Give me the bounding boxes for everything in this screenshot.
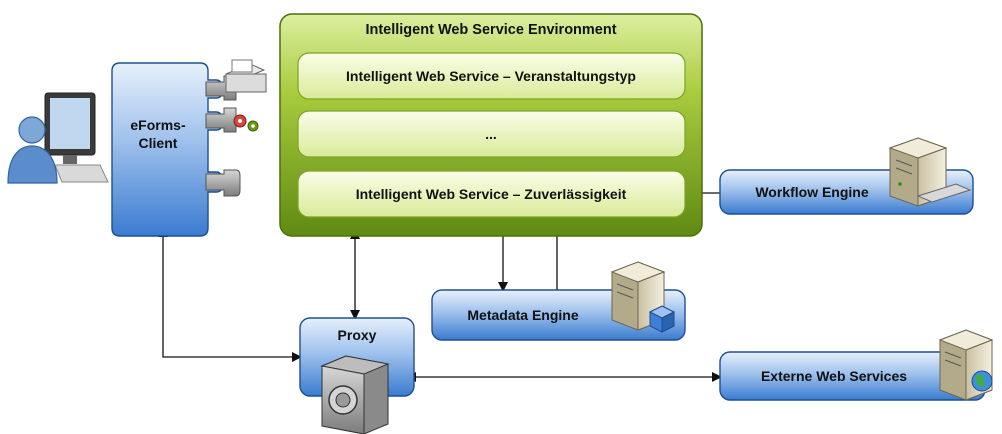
eforms-client[interactable]: eForms- Client	[111, 62, 223, 237]
client-label-line1: eForms-	[130, 117, 186, 133]
monitor-icon	[44, 92, 109, 183]
cube-icon	[648, 305, 676, 333]
proxy-device-icon	[320, 355, 390, 434]
plugin-gears[interactable]	[205, 107, 259, 133]
server-icon	[610, 261, 666, 331]
printer-icon	[224, 59, 267, 93]
proxy-label: Proxy	[338, 327, 377, 343]
service-box-ellipsis[interactable]: ...	[297, 110, 686, 158]
plugin-printer[interactable]	[205, 59, 267, 101]
service-box-zuverlaessigkeit[interactable]: Intelligent Web Service – Zuverlässigkei…	[297, 170, 686, 218]
plugin-empty[interactable]	[205, 169, 241, 197]
service-box-veranstaltungstyp[interactable]: Intelligent Web Service – Veranstaltungs…	[297, 52, 686, 100]
server-icon	[888, 137, 972, 207]
external-services-label: Externe Web Services	[761, 368, 907, 384]
service-label: Intelligent Web Service – Zuverlässigkei…	[356, 186, 627, 202]
user-workstation	[7, 92, 109, 184]
gears-icon	[233, 114, 259, 132]
environment-container: Intelligent Web Service Environment Inte…	[279, 13, 703, 237]
external-web-services[interactable]: Externe Web Services	[719, 351, 986, 401]
client-proxy-connector	[158, 227, 302, 362]
workflow-engine-label: Workflow Engine	[755, 184, 869, 200]
service-label: Intelligent Web Service – Veranstaltungs…	[346, 68, 636, 84]
metadata-engine-label: Metadata Engine	[467, 307, 578, 323]
client-label-line2: Client	[139, 135, 178, 151]
user-icon	[7, 116, 58, 184]
environment-title: Intelligent Web Service Environment	[365, 22, 616, 38]
service-label: ...	[485, 126, 497, 142]
globe-icon	[971, 370, 993, 392]
